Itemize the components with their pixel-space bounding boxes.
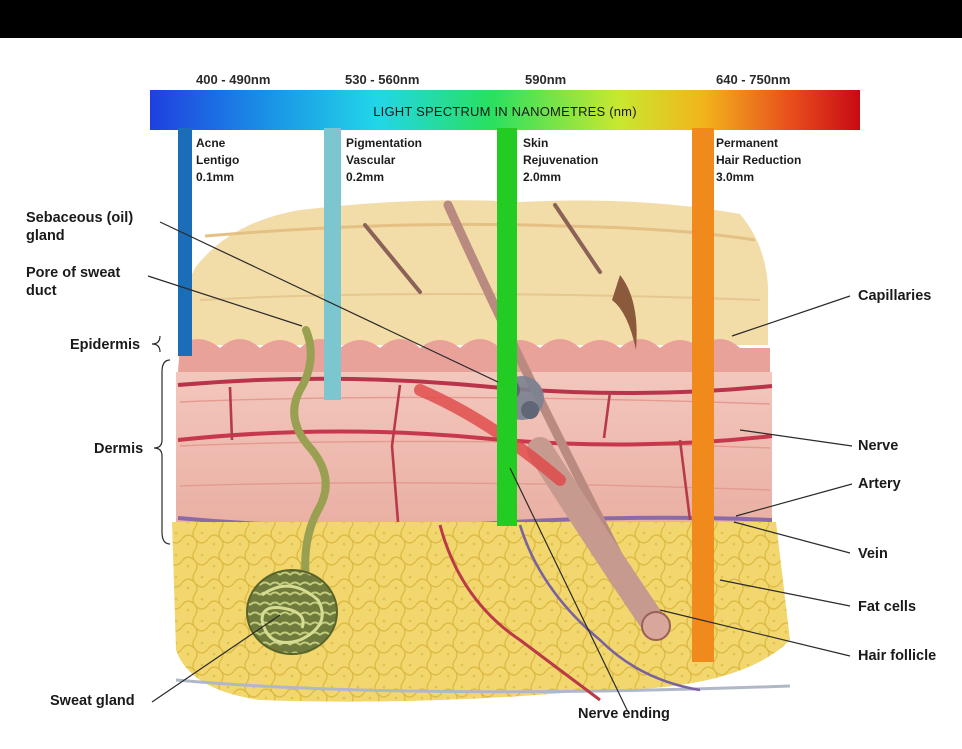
wavelength-label-orange: 640 - 750nm bbox=[716, 72, 790, 87]
band-text-skin-rejuvenation: Skin Rejuvenation 2.0mm bbox=[523, 135, 598, 186]
wavelength-label-blue: 400 - 490nm bbox=[196, 72, 270, 87]
wavelength-label-cyan: 530 - 560nm bbox=[345, 72, 419, 87]
wavelength-label-green: 590nm bbox=[525, 72, 566, 87]
label-hair-follicle: Hair follicle bbox=[858, 647, 936, 665]
label-epidermis: Epidermis bbox=[70, 336, 140, 354]
spectrum-title: LIGHT SPECTRUM IN NANOMETRES (nm) bbox=[150, 101, 860, 123]
bar-hair-reduction-orange bbox=[692, 128, 714, 662]
label-nerve-ending: Nerve ending bbox=[578, 705, 670, 723]
bar-pigmentation-cyan bbox=[324, 128, 341, 400]
label-vein: Vein bbox=[858, 545, 888, 563]
label-nerve: Nerve bbox=[858, 437, 898, 455]
label-dermis: Dermis bbox=[94, 440, 143, 458]
band-text-acne: Acne Lentigo 0.1mm bbox=[196, 135, 239, 186]
label-fat-cells: Fat cells bbox=[858, 598, 916, 616]
label-sweat-pore: Pore of sweat duct bbox=[26, 264, 120, 300]
label-sebaceous-gland: Sebaceous (oil) gland bbox=[26, 209, 133, 245]
bar-skin-rejuvenation-green bbox=[497, 128, 517, 526]
band-text-hair-reduction: Permanent Hair Reduction 3.0mm bbox=[716, 135, 801, 186]
band-text-pigmentation: Pigmentation Vascular 0.2mm bbox=[346, 135, 422, 186]
epidermis-layer bbox=[178, 339, 770, 372]
bar-acne-blue bbox=[178, 128, 192, 356]
dermis-layer bbox=[176, 372, 772, 522]
label-artery: Artery bbox=[858, 475, 901, 493]
label-sweat-gland: Sweat gland bbox=[50, 692, 135, 710]
label-capillaries: Capillaries bbox=[858, 287, 931, 305]
